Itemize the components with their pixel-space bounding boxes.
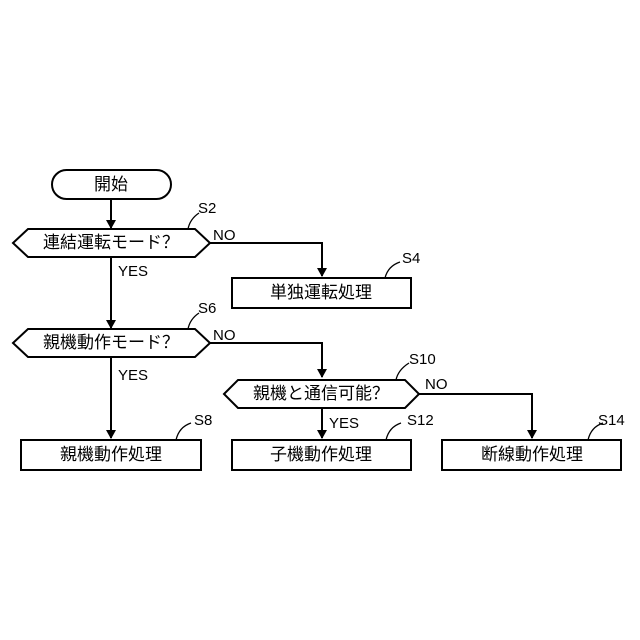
s2-step-tag: S2 [198,200,216,217]
s4-step-tag: S4 [402,250,420,267]
s10-step-tag: S10 [409,351,436,368]
s6-step-tag: S6 [198,300,216,317]
s10-leader [396,363,409,380]
process-s8: 親機動作処理 S8 [21,412,212,470]
process-s4-label: 単独運転処理 [270,283,372,303]
process-s14: 断線動作処理 S14 [442,412,625,470]
s12-step-tag: S12 [407,412,434,429]
process-s8-label: 親機動作処理 [60,445,162,465]
process-s12-label: 子機動作処理 [270,445,372,465]
edge-s6-no-to-s10 [210,343,322,377]
decision-s2-label: 連結運転モード？ [43,233,179,253]
process-s4: 単独運転処理 S4 [232,250,420,308]
s6-no-label: NO [213,327,236,344]
start-label: 開始 [94,175,128,195]
edge-s10-no-to-s14 [419,394,532,438]
decision-s6-label: 親機動作モード？ [43,333,179,353]
s10-yes-label: YES [329,415,359,432]
s4-leader [385,262,400,278]
process-s14-label: 断線動作処理 [481,445,583,465]
decision-s10-label: 親機と通信可能？ [253,384,389,404]
s8-step-tag: S8 [194,412,212,429]
s14-step-tag: S14 [598,412,625,429]
s10-no-label: NO [425,376,448,393]
s12-leader [386,423,401,440]
s2-no-label: NO [213,227,236,244]
s8-leader [176,423,191,440]
decision-s6: 親機動作モード？ S6 YES NO [13,300,236,384]
edge-s2-no-to-s4 [210,243,322,276]
decision-s2: 連結運転モード？ S2 YES NO [13,200,236,280]
start-node: 開始 [52,170,171,199]
s2-yes-label: YES [118,263,148,280]
s6-yes-label: YES [118,367,148,384]
